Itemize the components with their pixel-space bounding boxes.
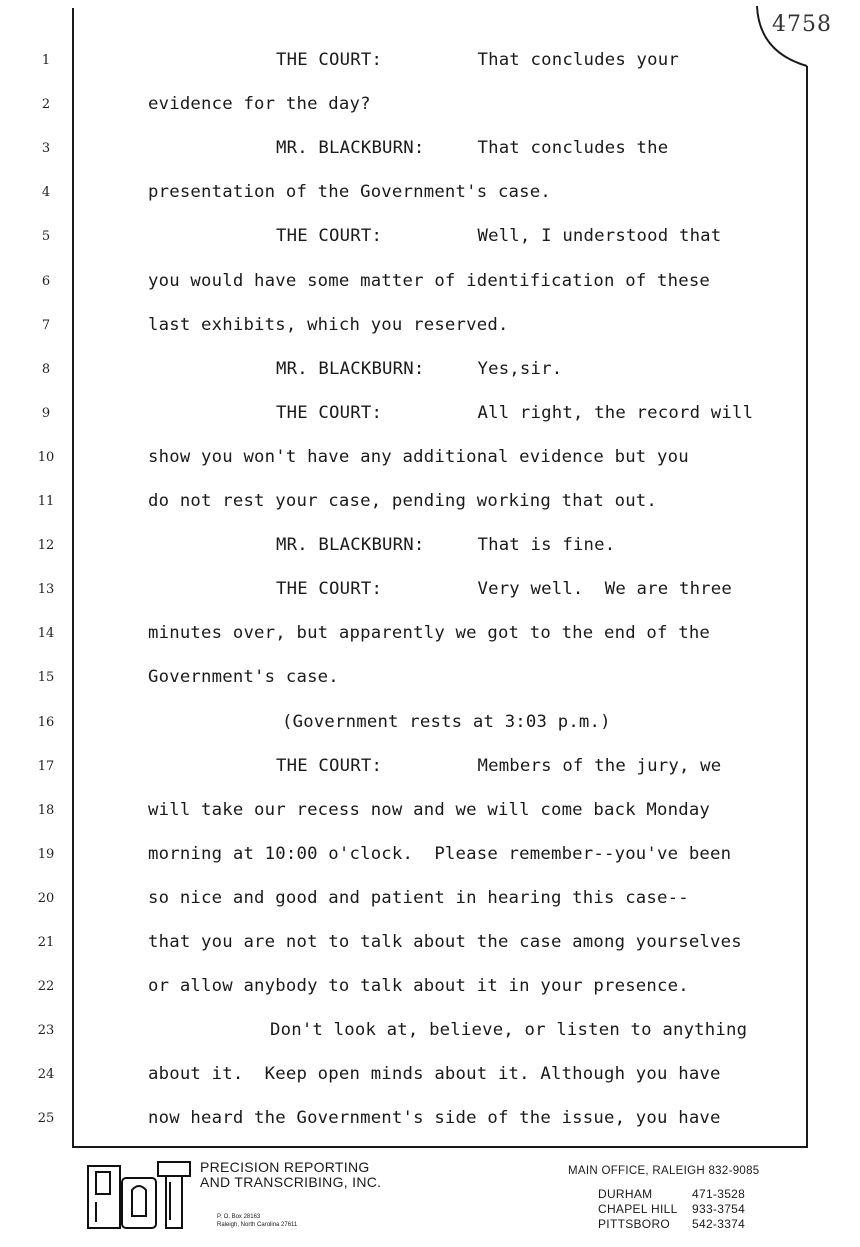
transcript-line: minutes over, but apparently we got to t… (148, 623, 711, 644)
line-number: 1 (41, 53, 51, 68)
transcript-line: MR. BLACKBURN: That is fine. (276, 535, 616, 556)
transcript-line: show you won't have any additional evide… (148, 446, 689, 467)
page-corner-curve (756, 5, 808, 67)
company-logo (87, 1161, 191, 1229)
line-number: 19 (37, 846, 55, 862)
transcript-line: MR. BLACKBURN: Yes,sir. (276, 358, 563, 379)
transcript-line: THE COURT: Well, I understood that (276, 226, 722, 247)
line-number: 14 (37, 626, 55, 642)
transcript-line: Government's case. (148, 667, 339, 688)
line-number: 12 (37, 538, 55, 554)
transcript-line: MR. BLACKBURN: That concludes the (276, 138, 669, 159)
line-number: 22 (37, 979, 55, 995)
line-number: 25 (37, 1111, 55, 1127)
page-number: 4758 (772, 12, 832, 37)
transcript-line: will take our recess now and we will com… (148, 799, 711, 820)
office-city: DURHAM (598, 1187, 653, 1201)
line-number: 21 (37, 935, 55, 950)
office-city: CHAPEL HILL (598, 1202, 678, 1216)
line-number: 9 (41, 405, 51, 421)
line-number: 4 (41, 185, 51, 201)
transcript-line: THE COURT: Members of the jury, we (276, 755, 722, 776)
line-number: 6 (41, 273, 51, 289)
office-phone: 542-3374 (692, 1217, 746, 1231)
line-number: 7 (41, 317, 51, 333)
line-number: 13 (37, 582, 55, 598)
line-number: 17 (37, 758, 55, 774)
transcript-line: presentation of the Government's case. (148, 182, 551, 203)
line-number: 10 (37, 449, 55, 465)
line-number: 5 (41, 229, 51, 245)
transcript-line: so nice and good and patient in hearing … (148, 887, 689, 908)
left-margin-rule (72, 8, 74, 1148)
line-number: 20 (37, 890, 55, 906)
transcript-line: now heard the Government's side of the i… (148, 1108, 721, 1129)
transcript-line: THE COURT: That concludes your (276, 50, 679, 70)
line-number: 24 (37, 1067, 55, 1083)
transcript-line: you would have some matter of identifica… (148, 270, 711, 291)
firm-po-box: P. O. Box 28163 (217, 1214, 261, 1220)
office-phone: 933-3754 (692, 1202, 746, 1216)
right-margin-rule (806, 66, 808, 1148)
office-phone: 471-3528 (692, 1187, 746, 1201)
firm-name-line1: PRECISION REPORTING (200, 1159, 370, 1175)
bottom-margin-rule (72, 1146, 808, 1148)
line-number: 3 (41, 141, 51, 157)
transcript-line: last exhibits, which you reserved. (148, 314, 509, 335)
line-number: 15 (37, 670, 55, 686)
transcript-line: THE COURT: Very well. We are three (276, 579, 732, 600)
transcript-line: do not rest your case, pending working t… (148, 491, 658, 511)
transcript-line: (Government rests at 3:03 p.m.) (282, 711, 611, 732)
transcript-line: about it. Keep open minds about it. Alth… (148, 1064, 721, 1085)
line-number: 18 (37, 802, 55, 818)
transcript-line: or allow anybody to talk about it in you… (148, 976, 689, 997)
transcript-line: that you are not to talk about the case … (148, 932, 742, 952)
line-number: 16 (37, 714, 55, 730)
firm-name-line2: AND TRANSCRIBING, INC. (200, 1174, 382, 1190)
office-city: PITTSBORO (598, 1217, 671, 1231)
line-number: 11 (37, 494, 55, 509)
line-number: 8 (41, 361, 51, 377)
transcript-line: Don't look at, believe, or listen to any… (270, 1020, 748, 1041)
transcript-line: THE COURT: All right, the record will (276, 402, 754, 423)
transcript-line: morning at 10:00 o'clock. Please remembe… (148, 843, 732, 864)
main-office: MAIN OFFICE, RALEIGH 832-9085 (568, 1165, 760, 1177)
firm-city-state: Raleigh, North Carolina 27611 (217, 1222, 298, 1228)
line-number: 2 (41, 97, 51, 113)
transcript-line: evidence for the day? (148, 94, 371, 115)
line-number: 23 (37, 1023, 55, 1039)
